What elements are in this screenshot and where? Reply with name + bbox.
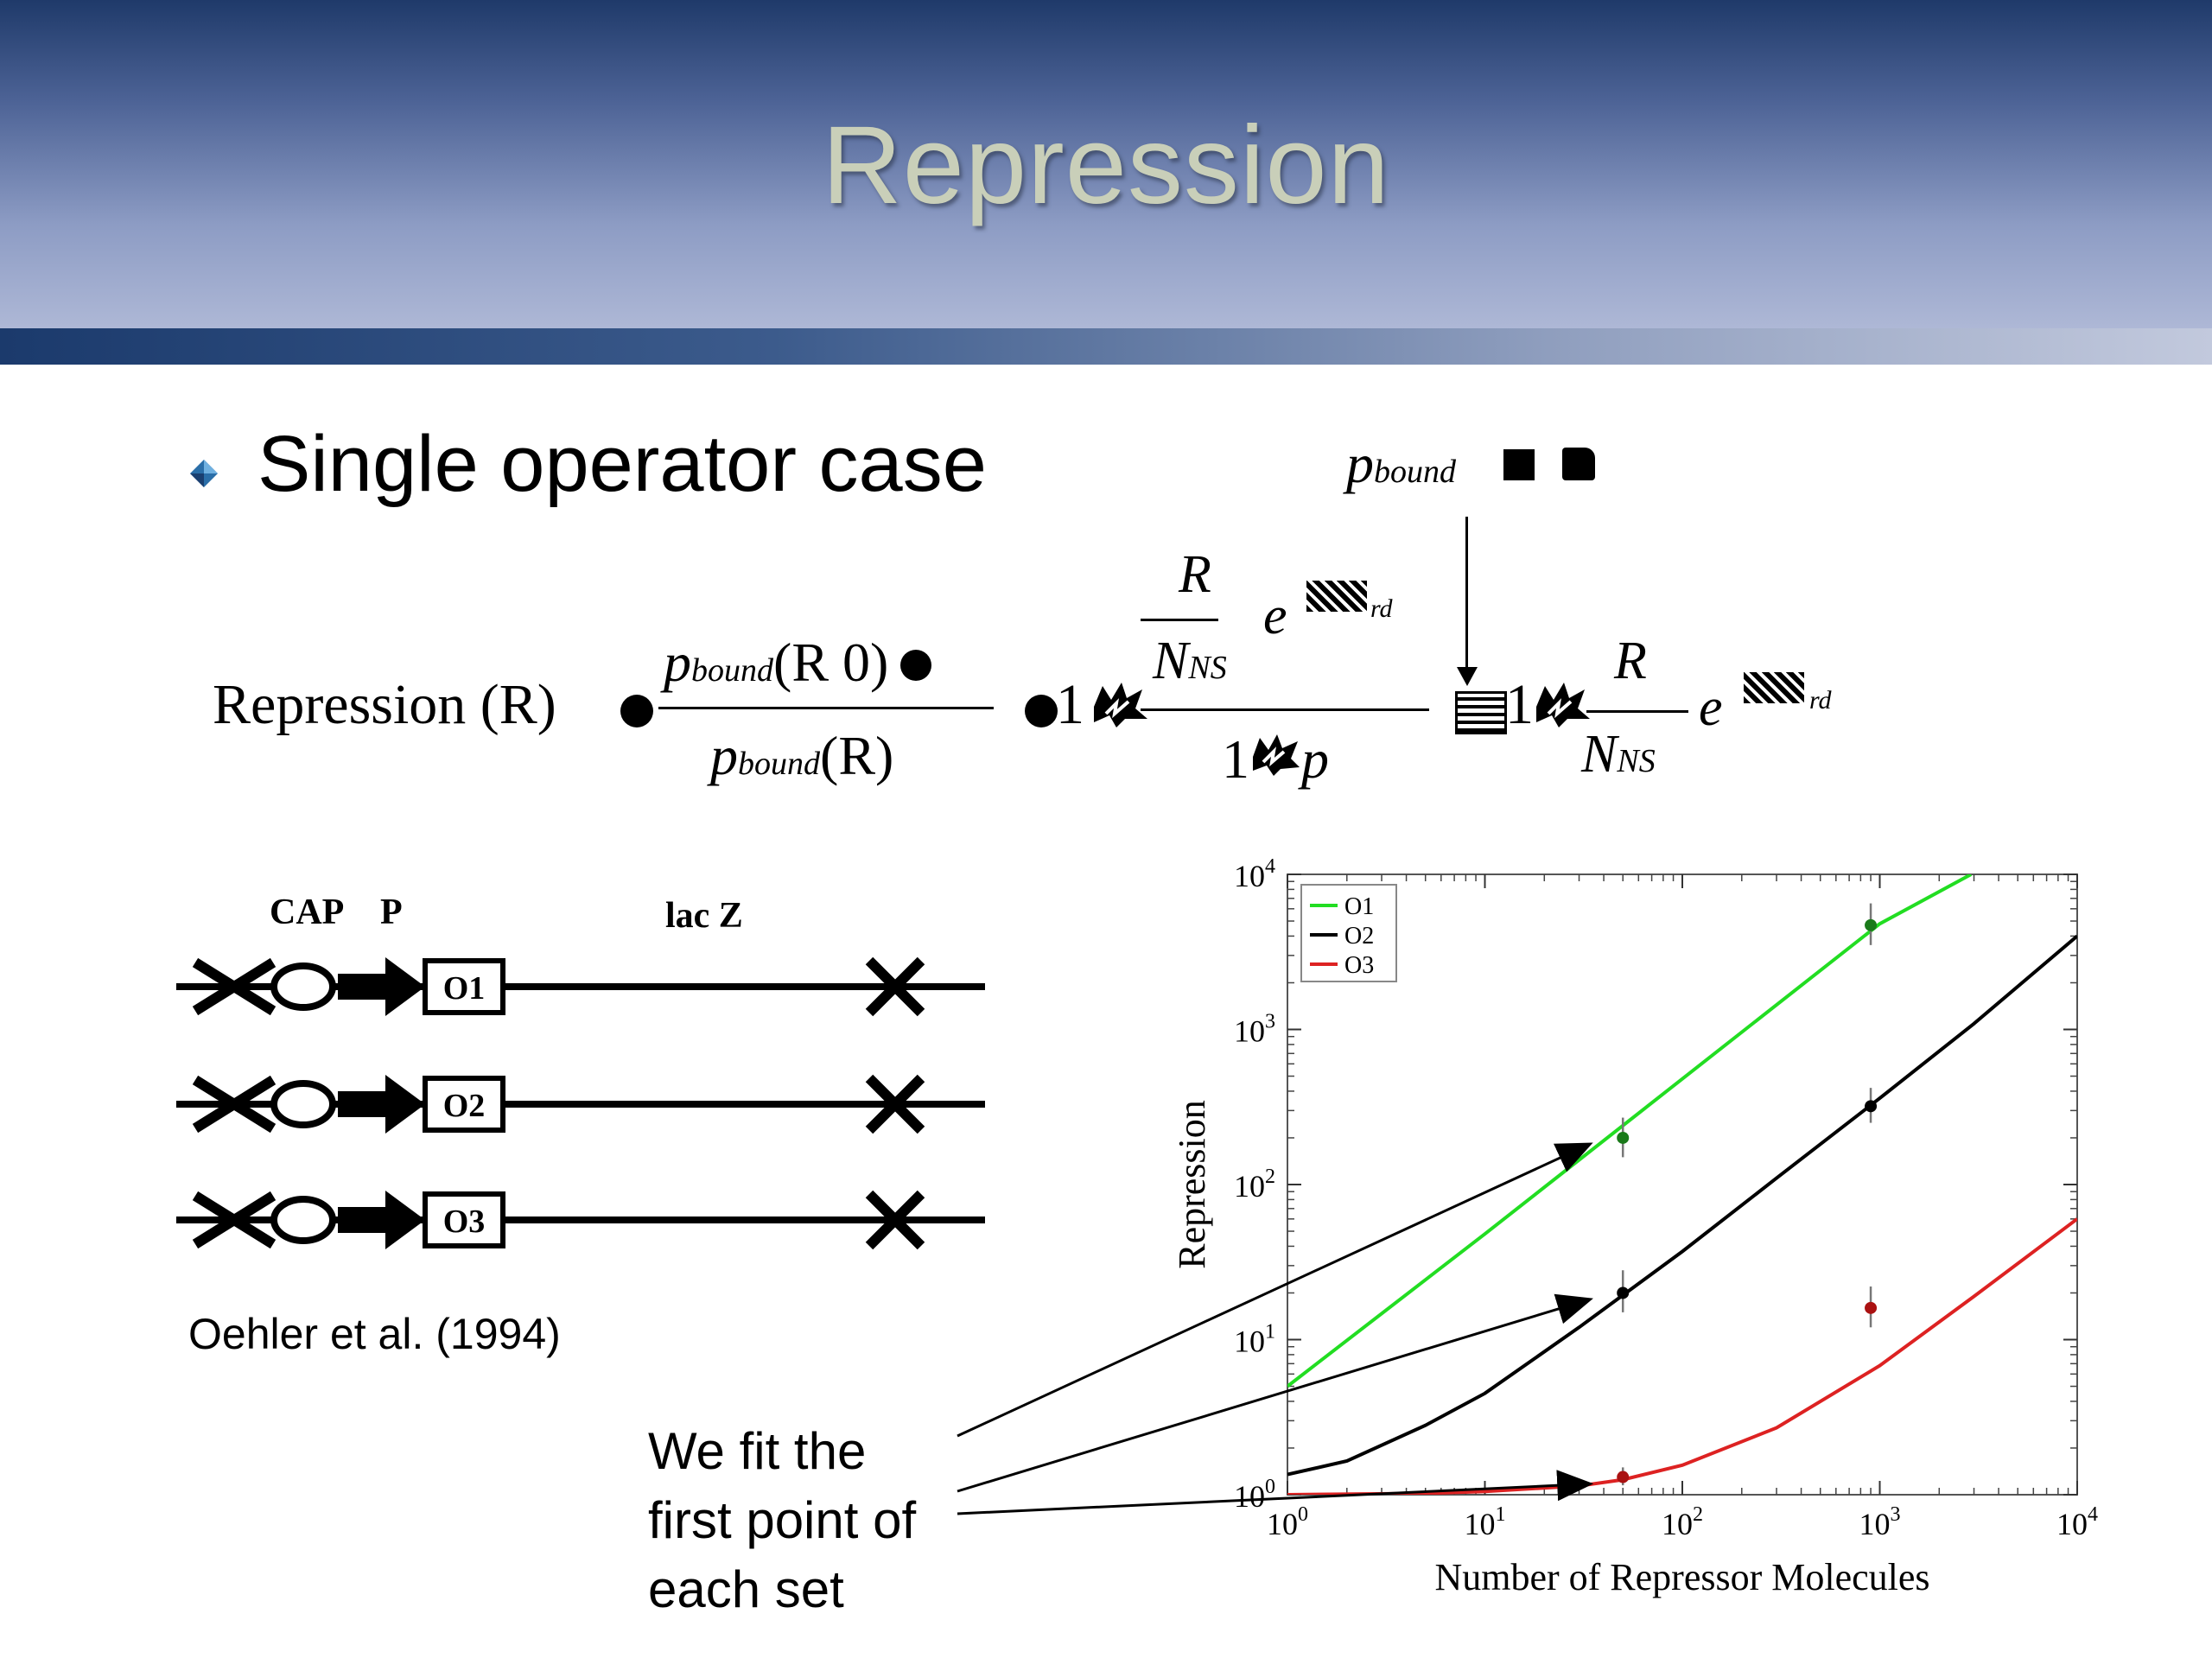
dna-row-o2 [176,1074,985,1134]
fit-arrow-o2 [957,1293,1593,1493]
operator-label-o3: O3 [443,1204,486,1240]
slide-header [0,0,2212,363]
eq-frac2-num-N: NNS [1153,632,1227,690]
eq-frac3-den-N: NNS [1581,725,1656,784]
dna-schematic: O1 O2 O3 [176,956,985,1250]
data-point-o1 [1865,918,1878,931]
data-point-o2 [1617,1286,1630,1299]
eq-one: 1 [1056,673,1084,736]
x-tick-label: 100 [1267,1503,1308,1541]
eq-frac1-bar [658,707,994,709]
eq-frac2-bar [1141,708,1429,711]
x-tick-label: 102 [1662,1503,1703,1541]
eq-frac3-exp-sub: rd [1809,686,1832,715]
legend-label-o3: O3 [1344,952,1374,979]
eq-frac3-num-R: R [1614,632,1647,690]
garbled-glyph [1253,734,1300,776]
y-axis-label: Repression [1171,1100,1213,1269]
garbled-exponent [1306,581,1367,612]
series-line-o3 [1287,1217,2077,1495]
slide-title: Repression [822,104,1390,227]
data-point-o3 [1617,1471,1630,1483]
header-stripe [0,328,2212,365]
y-tick-label: 104 [1234,855,1275,893]
legend-label-o1: O1 [1344,893,1374,920]
eq-equals-glyph-2 [1025,695,1058,727]
eq-frac1-numerator: pbound(R 0) [664,632,889,693]
x-axis-label: Number of Repressor Molecules [1434,1556,1929,1598]
y-tick-label: 102 [1234,1166,1275,1204]
operator-label-o1: O1 [443,970,486,1007]
data-point-o1 [1617,1131,1630,1144]
dna-label-lacz: lac Z [665,896,743,936]
data-point-o2 [1865,1100,1878,1113]
dna-label-p: P [380,893,403,932]
eq-frac2-num-R: R [1179,545,1211,604]
eq-frac3-bar [1586,710,1688,713]
y-tick-label: 103 [1234,1011,1275,1049]
bullet-text: Single operator case [257,420,987,508]
annotation-arrow [1465,517,1468,672]
eq-frac2-exp-e: e [1263,587,1287,645]
x-tick-label: 103 [1859,1503,1901,1541]
garbled-glyph [1536,683,1590,727]
eq-frac2-den-p: p [1301,728,1329,790]
plot-frame [1287,873,2078,1496]
x-tick-label: 104 [2056,1503,2098,1541]
eq-lhs: Repression (R) [213,673,556,736]
operator-label-o2: O2 [443,1088,486,1124]
series-line-o2 [1287,934,2077,1477]
dna-row-o1 [176,956,985,1017]
series-line-o1 [1287,874,1973,1388]
y-tick-label: 100 [1234,1476,1275,1514]
x-tick-label: 101 [1465,1503,1506,1541]
fit-note-line: We fit the [648,1422,867,1480]
eq-one-2: 1 [1505,673,1534,736]
dna-row-o3 [176,1190,985,1250]
eq-frac2-inner-bar [1141,619,1218,621]
fit-arrow-o1 [957,1142,1593,1438]
approx-glyph [1455,691,1507,734]
diamond-bullet-icon [190,460,218,487]
citation: Oehler et al. (1994) [188,1310,561,1358]
fit-note-line: first point of [648,1491,917,1549]
fit-note-line: each set [648,1560,844,1618]
garbled-glyph [1503,449,1535,480]
data-point-o3 [1865,1301,1878,1314]
p-bound-annotation: pbound [1346,433,1456,494]
garbled-glyph [1094,683,1147,727]
eq-frac2-exp-sub: rd [1370,594,1393,623]
y-tick-label: 101 [1234,1321,1275,1359]
eq-equals-glyph [620,695,653,727]
fit-note: We fit the first point of each set [648,1417,916,1624]
legend-label-o2: O2 [1344,923,1374,950]
dna-label-cap: CAP [270,893,345,932]
garbled-glyph [1562,448,1595,480]
eq-frac1-numerator-glyph [900,650,931,681]
eq-frac3-e: e [1699,678,1723,737]
eq-frac1-denominator: pbound(R) [710,725,894,786]
eq-frac2-den: 1 [1222,728,1249,790]
annotation-arrowhead [1457,667,1478,686]
fit-arrow-o3 [957,1470,1594,1515]
garbled-exponent [1744,672,1804,703]
